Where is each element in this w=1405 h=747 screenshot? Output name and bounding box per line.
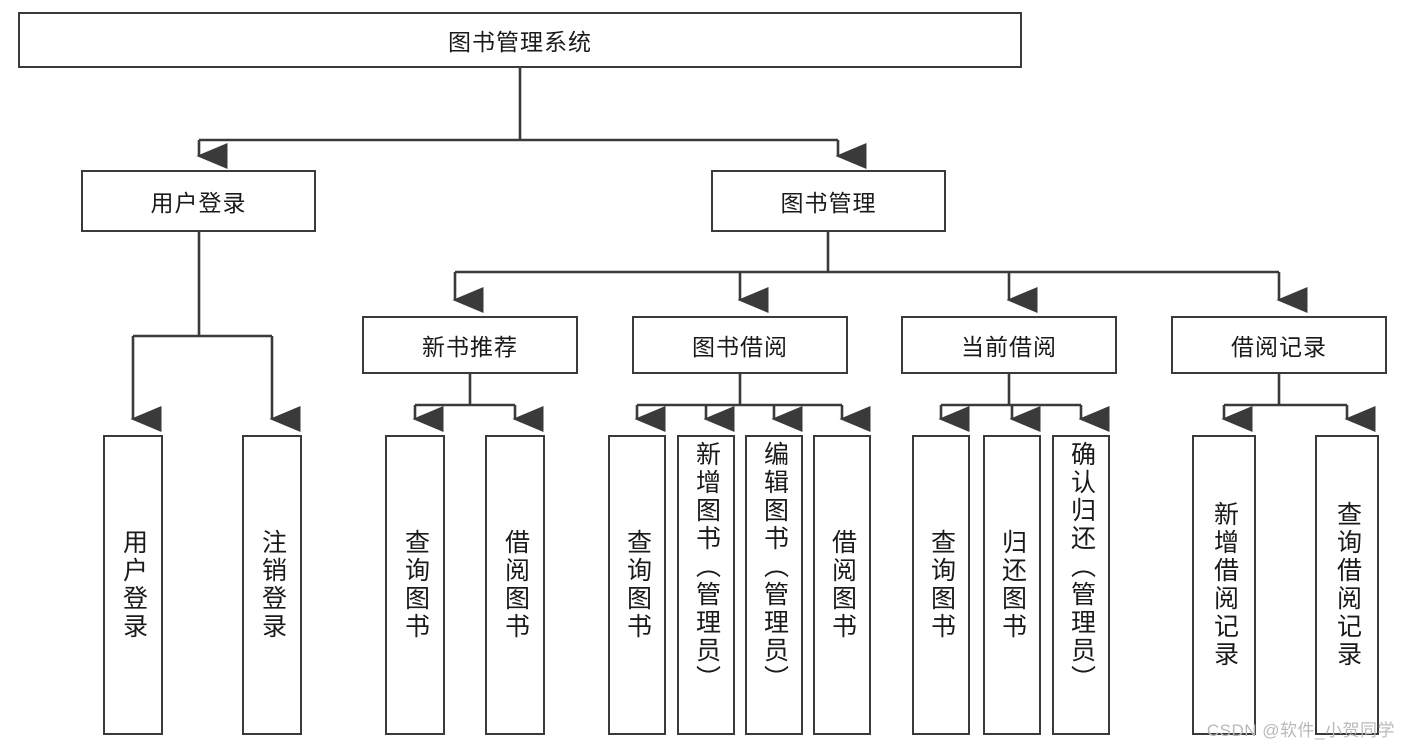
node-leaf-add-borrow-record-label: 新增借阅记录: [1210, 501, 1239, 669]
node-leaf-borrow-book-label: 借阅图书: [828, 529, 857, 641]
node-user-login-label: 用户登录: [150, 190, 247, 216]
node-leaf-query-book-current[interactable]: 查询图书: [912, 435, 970, 735]
node-new-book-recommend-label: 新书推荐: [422, 334, 518, 360]
node-leaf-query-borrow-record[interactable]: 查询借阅记录: [1315, 435, 1379, 735]
node-current-borrow[interactable]: 当前借阅: [901, 316, 1117, 374]
node-leaf-query-book-recommend[interactable]: 查询图书: [385, 435, 445, 735]
node-borrow-record[interactable]: 借阅记录: [1171, 316, 1387, 374]
node-leaf-logout-login-label: 注销登录: [258, 529, 287, 641]
node-root-label: 图书管理系统: [448, 29, 592, 55]
node-leaf-query-book-recommend-label: 查询图书: [401, 529, 430, 641]
node-book-management[interactable]: 图书管理: [711, 170, 946, 232]
csdn-watermark: CSDN @软件_小贺同学: [1206, 721, 1395, 740]
node-leaf-logout-login[interactable]: 注销登录: [242, 435, 302, 735]
node-leaf-query-book-borrow[interactable]: 查询图书: [608, 435, 666, 735]
node-leaf-add-book-admin-label: 新增图书（管理员）: [692, 441, 721, 693]
node-user-login[interactable]: 用户登录: [81, 170, 316, 232]
node-leaf-borrow-book[interactable]: 借阅图书: [813, 435, 871, 735]
node-leaf-add-book-admin[interactable]: 新增图书（管理员）: [677, 435, 735, 735]
node-leaf-query-borrow-record-label: 查询借阅记录: [1333, 501, 1362, 669]
node-book-management-label: 图书管理: [780, 190, 877, 216]
node-leaf-add-borrow-record[interactable]: 新增借阅记录: [1192, 435, 1256, 735]
node-leaf-edit-book-admin-label: 编辑图书（管理员）: [760, 441, 789, 693]
node-leaf-user-login-label: 用户登录: [119, 529, 148, 641]
node-leaf-query-book-borrow-label: 查询图书: [623, 529, 652, 641]
node-root[interactable]: 图书管理系统: [18, 12, 1022, 68]
node-leaf-edit-book-admin[interactable]: 编辑图书（管理员）: [745, 435, 803, 735]
node-leaf-return-book-label: 归还图书: [998, 529, 1027, 641]
node-leaf-return-book[interactable]: 归还图书: [983, 435, 1041, 735]
node-leaf-query-book-current-label: 查询图书: [927, 529, 956, 641]
node-book-borrow-label: 图书借阅: [692, 334, 788, 360]
node-leaf-borrow-book-recommend-label: 借阅图书: [501, 529, 530, 641]
node-borrow-record-label: 借阅记录: [1231, 334, 1327, 360]
node-leaf-user-login[interactable]: 用户登录: [103, 435, 163, 735]
node-leaf-borrow-book-recommend[interactable]: 借阅图书: [485, 435, 545, 735]
node-new-book-recommend[interactable]: 新书推荐: [362, 316, 578, 374]
node-book-borrow[interactable]: 图书借阅: [632, 316, 848, 374]
node-current-borrow-label: 当前借阅: [961, 334, 1057, 360]
node-leaf-confirm-return-admin[interactable]: 确认归还（管理员）: [1052, 435, 1110, 735]
node-leaf-confirm-return-admin-label: 确认归还（管理员）: [1067, 441, 1096, 693]
